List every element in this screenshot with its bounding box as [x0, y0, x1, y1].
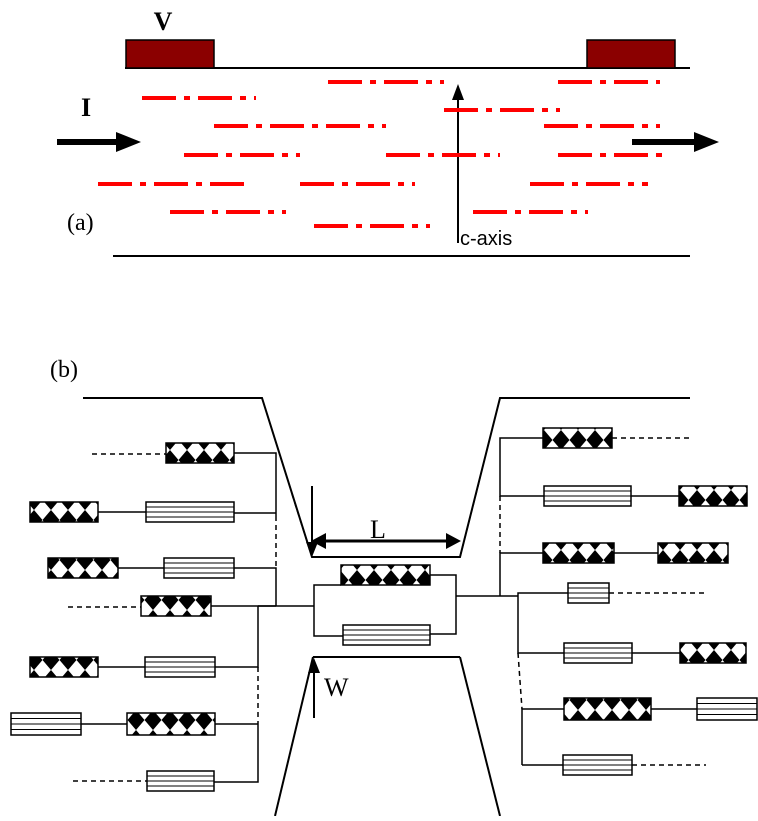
junction-elements [10, 427, 758, 792]
striped-junction-element [567, 582, 610, 604]
left-network-dashes [68, 453, 277, 782]
current-arrow-out [632, 132, 719, 152]
voltage-contact-left [125, 39, 215, 69]
length-arrow [311, 533, 461, 549]
diamond-junction-element [542, 542, 615, 564]
striped-junction-element [146, 770, 215, 792]
striped-junction-element [543, 485, 632, 507]
diamond-junction-element [340, 564, 431, 586]
diamond-junction-element [657, 542, 729, 564]
diamond-junction-element [126, 712, 216, 736]
voltage-label: V [154, 7, 173, 36]
diamond-junction-element [47, 557, 119, 579]
constriction-outline [83, 397, 690, 817]
striped-junction-element [10, 712, 82, 736]
panel-a-label: (a) [67, 210, 94, 236]
diamond-junction-element [140, 595, 212, 617]
current-label: I [81, 93, 91, 122]
c-axis-arrow [452, 84, 464, 243]
diamond-junction-element [563, 697, 652, 721]
striped-junction-element [144, 656, 216, 678]
panel-b-label: (b) [50, 357, 78, 383]
diamond-junction-element [165, 442, 235, 464]
striped-junction-element [562, 754, 633, 776]
current-arrow-in [57, 132, 141, 152]
c-axis-label: c-axis [460, 228, 512, 250]
panel-b: (b) L W [10, 357, 758, 817]
striped-junction-element [342, 624, 431, 646]
width-arrow-bottom [308, 658, 320, 718]
right-network-dashes [499, 437, 708, 766]
striped-junction-element [696, 697, 758, 721]
diamond-junction-element [678, 485, 748, 507]
panel-a: V I (a) c-axis [57, 7, 719, 257]
diamond-junction-element [29, 501, 99, 523]
length-label: L [370, 515, 386, 544]
superconducting-layers [98, 80, 662, 228]
striped-junction-element [563, 642, 633, 664]
diamond-junction-element [29, 656, 99, 678]
voltage-contact-right [586, 39, 676, 69]
striped-junction-element [145, 501, 235, 523]
diamond-junction-element [679, 642, 747, 664]
width-label: W [324, 673, 349, 702]
striped-junction-element [163, 557, 235, 579]
diamond-junction-element [542, 427, 613, 449]
width-arrow-top [306, 486, 318, 557]
